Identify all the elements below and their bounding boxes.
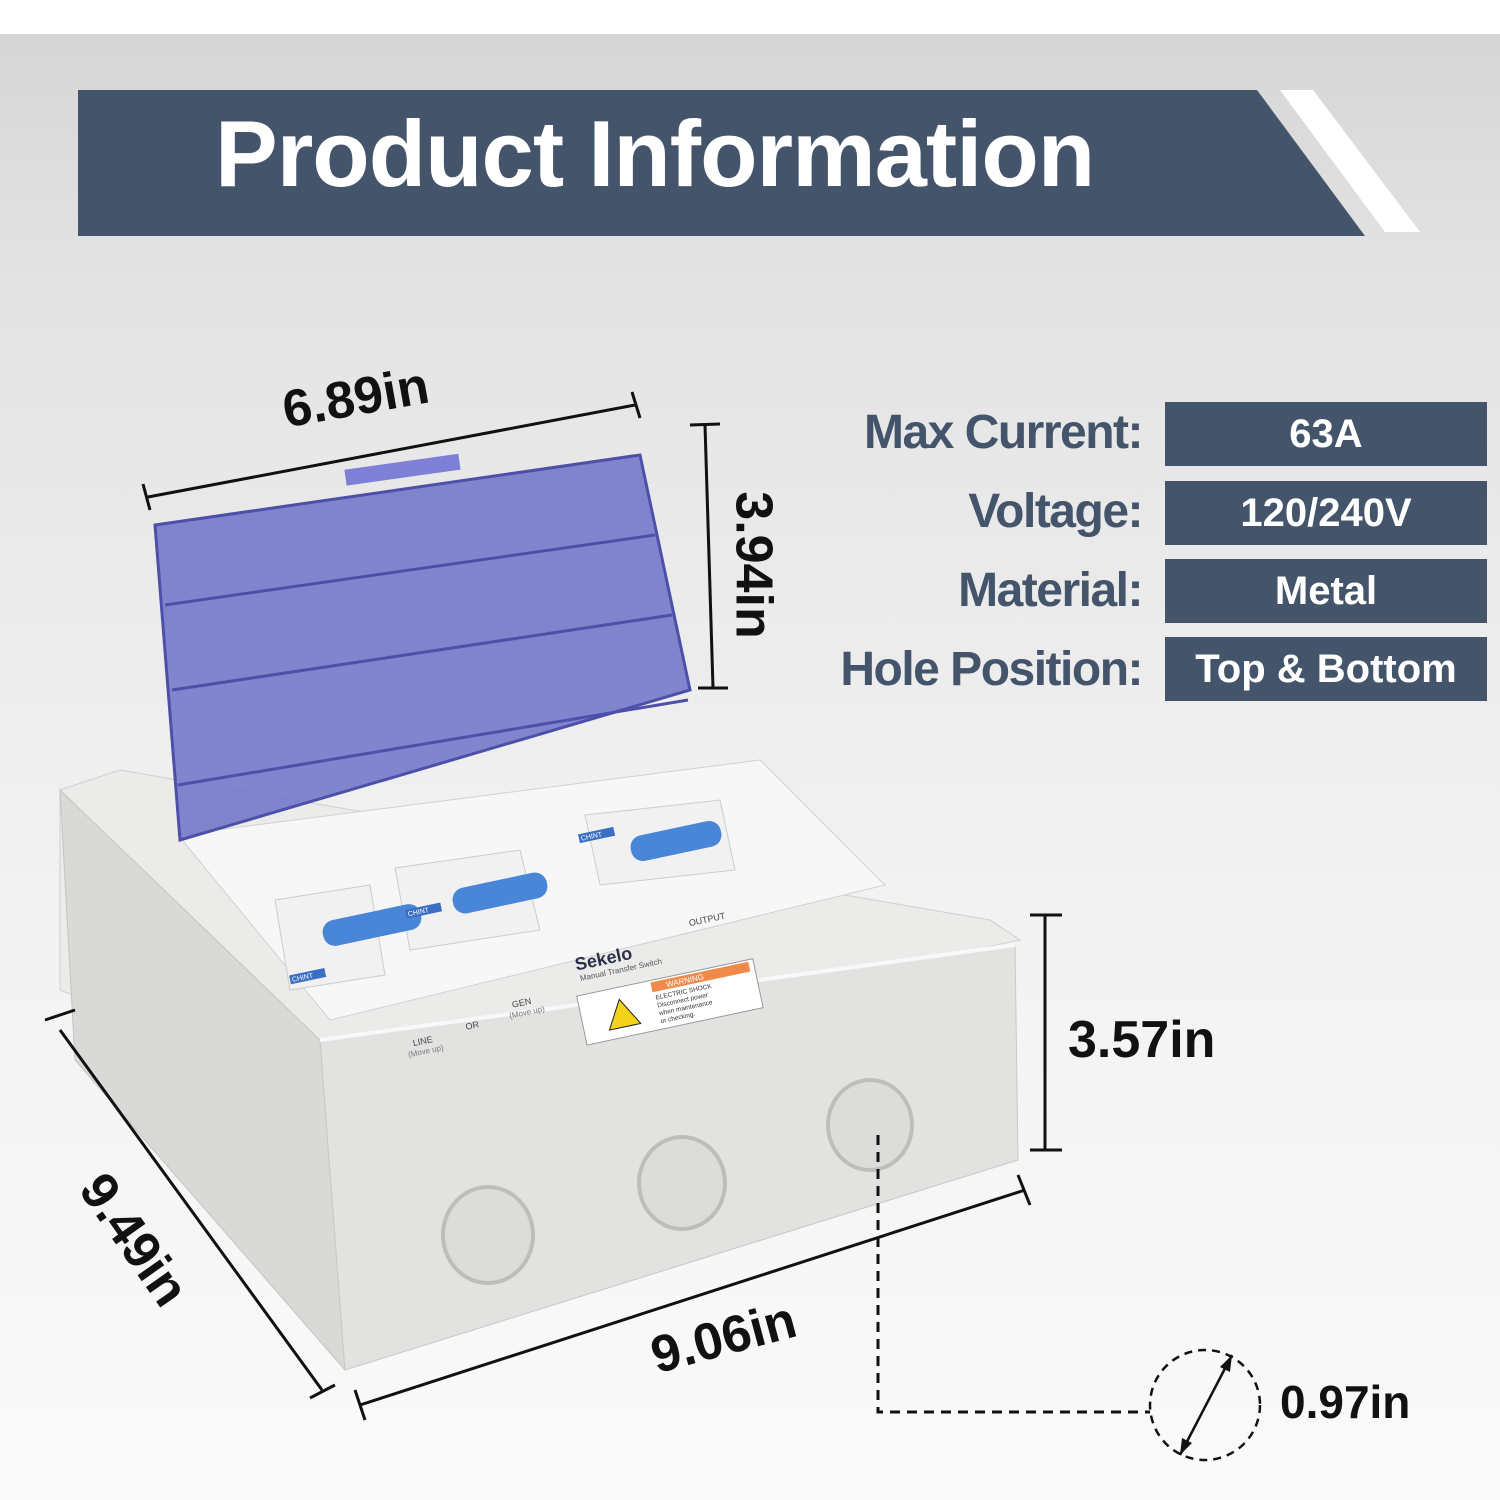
spec-label-hole-position: Hole Position: <box>840 643 1143 696</box>
breaker-handle <box>322 904 422 946</box>
spec-value-max-current: 63A <box>1165 402 1487 466</box>
dimension-cover-height: 3.94in <box>724 491 783 639</box>
breaker-brand-label: CHINT <box>291 972 314 983</box>
spec-value-voltage: 120/240V <box>1165 481 1487 545</box>
spec-value-material: Metal <box>1165 559 1487 623</box>
breaker-handle <box>630 820 722 862</box>
spec-label-material: Material: <box>958 564 1143 617</box>
breaker-brand-label: CHINT <box>407 907 430 918</box>
knockout-hole <box>441 1185 535 1285</box>
line-label: LINE <box>412 1034 434 1048</box>
knockout-hole <box>826 1078 914 1172</box>
spec-label-voltage: Voltage: <box>968 485 1143 538</box>
header-banner <box>78 90 1420 236</box>
gen-label: GEN <box>511 996 532 1010</box>
breaker-handle <box>452 872 548 914</box>
spec-value-hole-position: Top & Bottom <box>1165 637 1487 701</box>
transparent-cover <box>153 453 692 842</box>
page-title: Product Information <box>215 101 1095 206</box>
banner-stripe <box>1280 90 1420 232</box>
dimension-lines <box>44 391 1262 1462</box>
knockout-hole <box>637 1135 727 1231</box>
dimension-box-height: 3.57in <box>1068 1011 1216 1069</box>
arrow-head <box>1220 1355 1232 1372</box>
warning-icon <box>608 998 642 1031</box>
dimension-hole-diameter: 0.97in <box>1280 1376 1411 1428</box>
banner-shape <box>78 90 1365 236</box>
spec-label-max-current: Max Current: <box>863 406 1144 459</box>
arrow-head <box>1180 1438 1192 1455</box>
breaker-brand-label: CHINT <box>580 831 603 842</box>
or-label: OR <box>465 1019 481 1032</box>
